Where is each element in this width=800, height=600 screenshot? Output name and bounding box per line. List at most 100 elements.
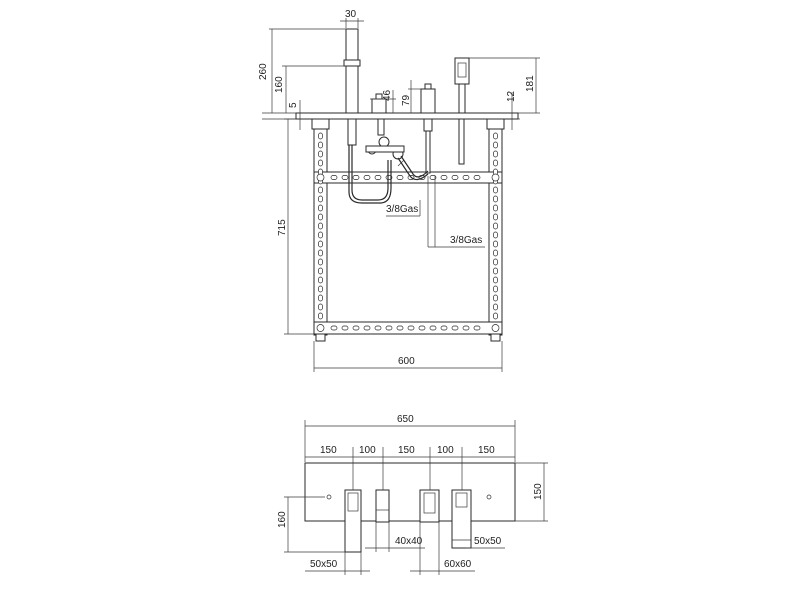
frame-slot (363, 325, 371, 331)
frame-bolt (316, 173, 325, 182)
hoses (348, 145, 429, 204)
dim-cutout-60: 60x60 (410, 522, 475, 575)
frame-slot (429, 325, 437, 331)
frame-slot (493, 258, 498, 266)
dim-spout-height: 160 (274, 65, 346, 113)
frame-slot (493, 249, 498, 257)
frame-slot (473, 175, 481, 180)
frame-slot (493, 267, 498, 275)
svg-text:12: 12 (506, 90, 517, 102)
svg-text:650: 650 (397, 414, 414, 425)
frame-slot (318, 276, 323, 284)
dim-frame-width: 600 (313, 341, 503, 372)
plan-shower (451, 489, 472, 549)
svg-text:160: 160 (274, 76, 285, 93)
svg-text:5: 5 (288, 102, 299, 108)
frame-slot (318, 231, 323, 239)
svg-text:30: 30 (345, 9, 357, 20)
svg-text:79: 79 (401, 94, 412, 106)
frame-slot (440, 325, 448, 331)
frame-slot (493, 276, 498, 284)
frame-slot (341, 325, 349, 331)
svg-text:50x50: 50x50 (310, 559, 338, 570)
dim-overall-width: 650 (304, 414, 516, 462)
frame-slot (493, 213, 498, 221)
svg-text:100: 100 (359, 445, 376, 456)
frame-slot (318, 267, 323, 275)
dim-deck-offset: 5 (288, 100, 301, 130)
frame-bolt (316, 324, 325, 332)
plan-spout (344, 489, 362, 553)
frame-slot (493, 195, 498, 203)
frame-slot (318, 204, 323, 212)
frame-slot (451, 175, 459, 180)
svg-text:40x40: 40x40 (395, 536, 423, 547)
frame-slot (352, 175, 360, 180)
frame-slot (462, 325, 470, 331)
frame-slot (318, 303, 323, 311)
svg-text:100: 100 (437, 445, 454, 456)
frame-slot (330, 175, 338, 180)
frame-slot (429, 175, 437, 180)
frame-slot (493, 204, 498, 212)
frame-slot (363, 175, 371, 180)
dim-cutout-40: 40x40 (365, 522, 425, 552)
frame-slot (462, 175, 470, 180)
connection-left-label: 3/8Gas (386, 204, 418, 215)
svg-text:60x60: 60x60 (444, 559, 472, 570)
connection-right: 3/8Gas (427, 176, 485, 248)
frame-slot (318, 294, 323, 302)
dim-shower-offset: 12 (506, 90, 517, 130)
svg-text:260: 260 (258, 63, 269, 80)
frame-slot (318, 195, 323, 203)
plan-handle (419, 489, 440, 523)
mixer-valve (365, 93, 405, 160)
dim-deck-depth: 150 (515, 462, 548, 522)
connection-right-label: 3/8Gas (450, 235, 482, 246)
frame-slot (352, 325, 360, 331)
support-frame (311, 118, 505, 342)
frame-slot (318, 150, 323, 158)
deck-plate (295, 112, 519, 120)
handle (420, 83, 436, 174)
frame-slot (318, 285, 323, 293)
frame-slot (318, 249, 323, 257)
frame-slot (440, 175, 448, 180)
frame-slot (493, 159, 498, 167)
frame-slot (418, 325, 426, 331)
frame-slot (493, 294, 498, 302)
frame-slot (374, 325, 382, 331)
frame-slot (318, 222, 323, 230)
dim-segments: 150 100 150 100 150 (305, 445, 515, 490)
spout (343, 28, 361, 146)
frame-slot (493, 231, 498, 239)
frame-slot (407, 325, 415, 331)
frame-slot (451, 325, 459, 331)
dim-cutout-50-left: 50x50 (305, 552, 370, 575)
plan-deck (304, 462, 516, 522)
frame-bolt (491, 173, 500, 182)
frame-slot (385, 325, 393, 331)
frame-slot (493, 222, 498, 230)
frame-slot (493, 312, 498, 320)
frame-slot (330, 325, 338, 331)
dim-frame-height: 715 (277, 118, 314, 335)
frame-slot (473, 325, 481, 331)
svg-text:715: 715 (277, 219, 288, 236)
dim-spout-depth: 160 (277, 497, 345, 553)
svg-text:600: 600 (398, 356, 415, 367)
frame-slot (396, 325, 404, 331)
frame-slot (493, 285, 498, 293)
elevation-view: 3/8Gas 3/8Gas 30 260 160 5 (258, 9, 540, 372)
hand-shower (454, 57, 470, 165)
frame-slot (318, 186, 323, 194)
plan-mixer (375, 489, 390, 523)
svg-text:50x50: 50x50 (474, 536, 502, 547)
frame-slot (396, 175, 404, 180)
frame-bolt (491, 324, 500, 332)
dim-handle-height: 79 (401, 80, 421, 113)
dim-cutout-50-right: 50x50 (466, 536, 505, 549)
dim-valve-height: 46 (370, 89, 396, 113)
connection-left: 3/8Gas (386, 200, 421, 217)
